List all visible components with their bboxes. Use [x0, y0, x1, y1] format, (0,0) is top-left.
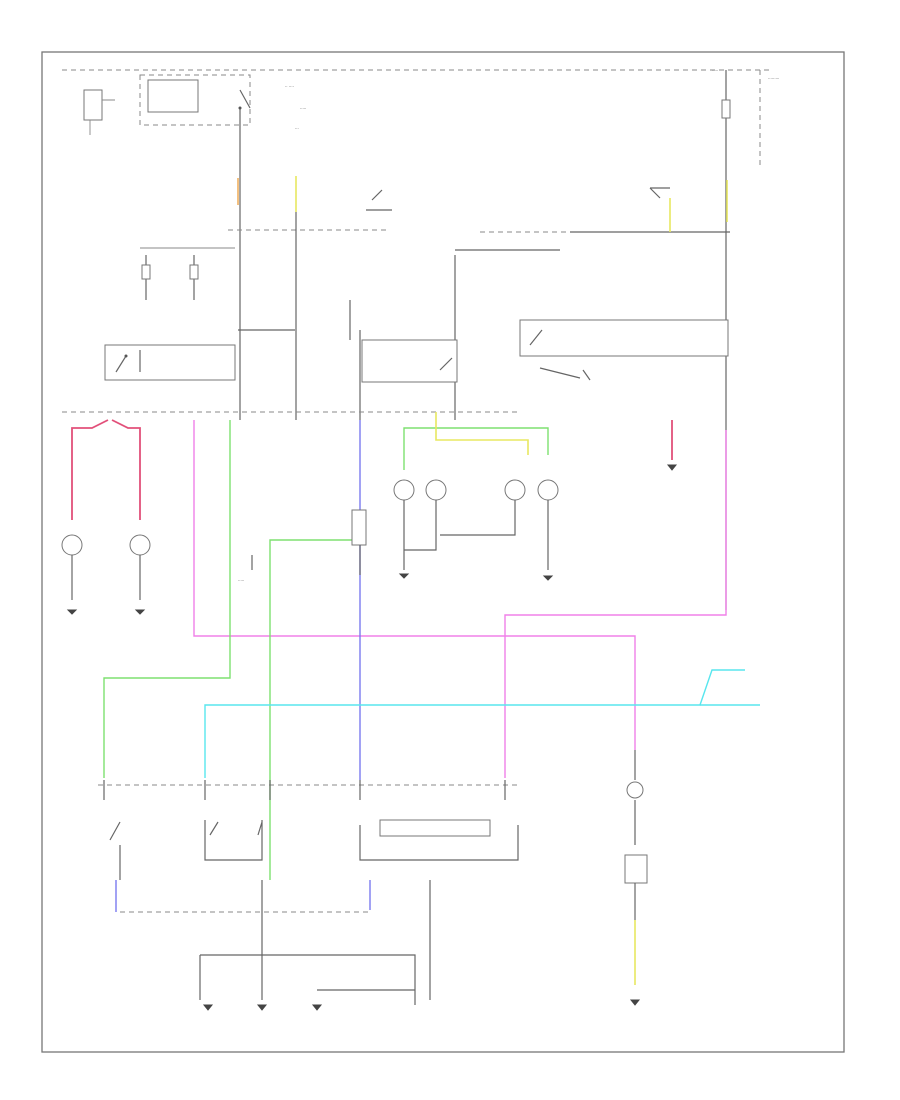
right-stub-ground — [666, 464, 678, 471]
right-fuse — [721, 99, 731, 119]
bus-label: ····· — [712, 68, 718, 73]
fuse-pair-left — [140, 247, 235, 300]
red-wire-left-lamp — [71, 419, 109, 520]
left-headlight — [393, 479, 447, 579]
headlight-switch-block — [359, 255, 458, 420]
pink-wire-left — [193, 420, 636, 750]
green-wire-headlights — [403, 427, 549, 470]
relay-label: ·· ···· — [285, 84, 294, 89]
passing-switch-block — [519, 319, 729, 357]
pink-wire-right — [504, 430, 727, 778]
battery-box — [83, 89, 115, 135]
green-wire-mid — [269, 539, 355, 880]
under-hood-fuse-box — [139, 74, 251, 420]
fuse-label: ··· — [295, 126, 299, 131]
red-wire-right-lamp — [111, 419, 141, 520]
daytime-light-connector — [351, 509, 367, 546]
green-wire-left — [103, 420, 231, 778]
dimmer-switch-block-left — [104, 344, 236, 381]
right-headlight — [440, 479, 559, 581]
high-beam-indicator — [624, 750, 648, 1006]
connector-note: ····· — [238, 578, 244, 583]
diagram-frame — [41, 51, 845, 1053]
dimmer-switch-lower — [103, 780, 519, 880]
right-parking-lamp — [129, 534, 151, 615]
right-note-1: ········· — [768, 76, 779, 81]
left-parking-lamp — [61, 534, 83, 615]
fuse-box-label: ····· — [300, 106, 306, 111]
yellow-wire-headlights — [435, 412, 529, 455]
cyan-wire — [204, 669, 745, 778]
ground-points-left — [202, 1004, 323, 1011]
